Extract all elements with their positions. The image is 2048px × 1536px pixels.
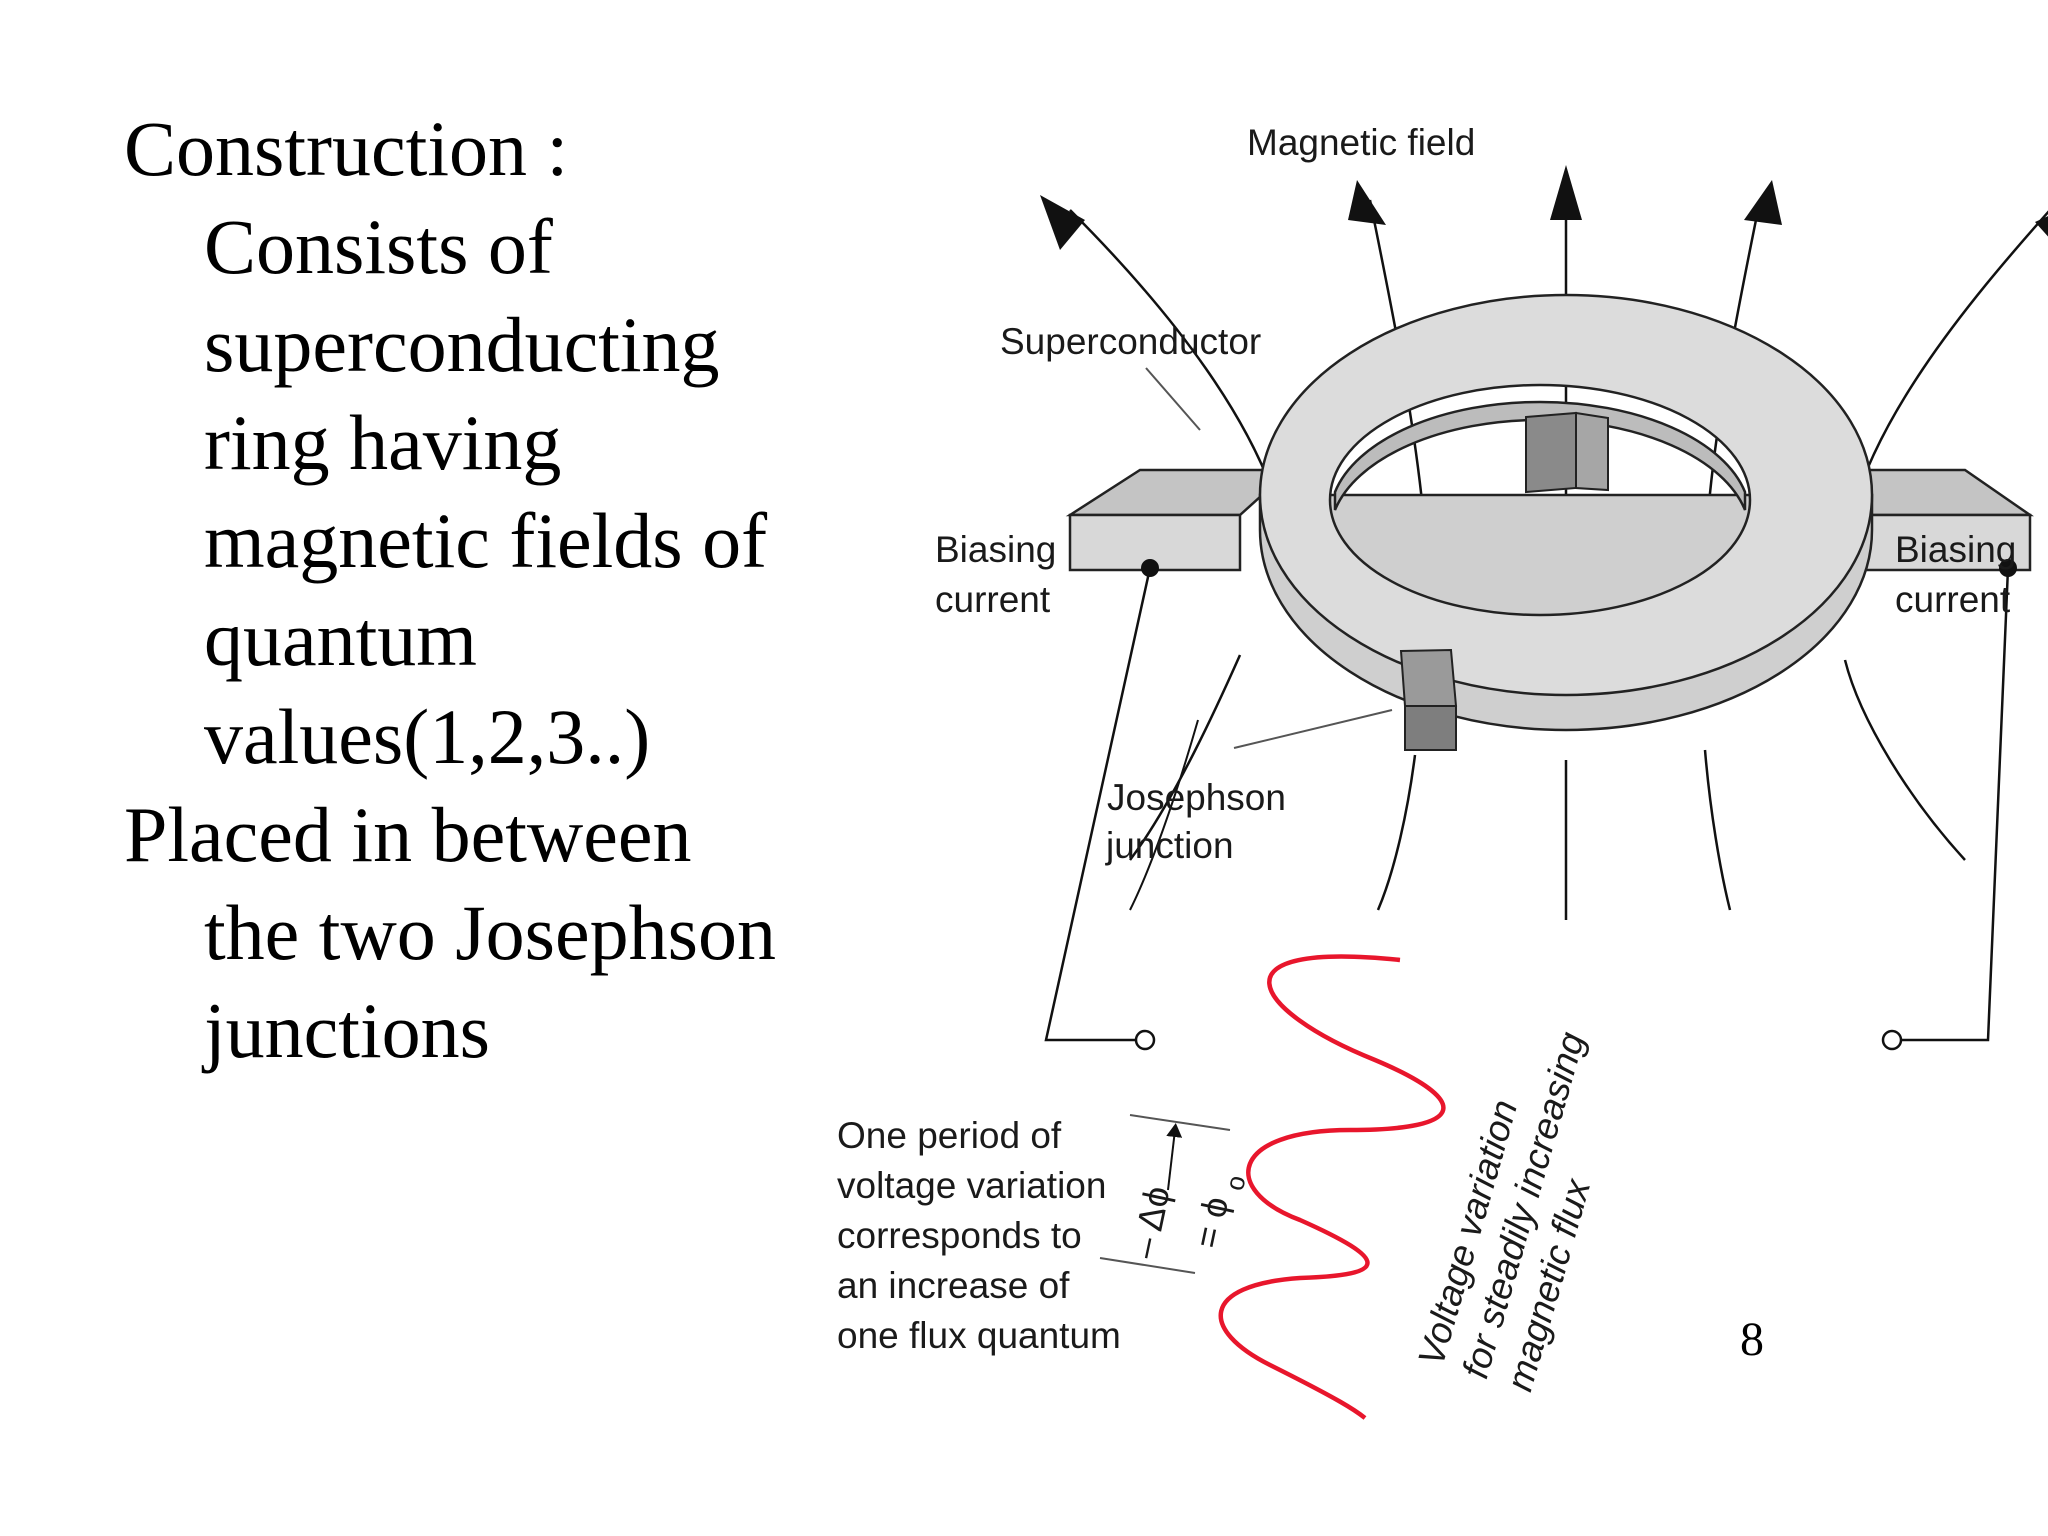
right-contact-dot	[1999, 559, 2017, 577]
label-period-line: one flux quantum	[837, 1315, 1121, 1356]
label-phi-zero: = ϕ	[1186, 1193, 1237, 1252]
period-tick-upper	[1129, 1114, 1231, 1131]
right-lead	[1902, 567, 2010, 1042]
construction-heading: Construction :	[124, 105, 569, 192]
label-current-right: current	[1895, 579, 2011, 620]
label-period-line: an increase of	[837, 1265, 1070, 1306]
field-arrow-heads	[1040, 165, 2048, 250]
junction-top	[1525, 411, 1577, 494]
squid-diagram-svg: Magnetic field Superconductor Biasing cu…	[837, 122, 2048, 1420]
consists-line: ring having	[204, 399, 562, 486]
arrow-head	[2035, 216, 2048, 237]
placed-line: Placed in between	[124, 791, 692, 878]
consists-line: quantum	[204, 595, 477, 682]
biasing-leads	[1044, 567, 2010, 1042]
delta-arrow	[1166, 1123, 1183, 1191]
placed-line: junctions	[204, 987, 490, 1074]
arrow-head	[1348, 180, 1386, 225]
consists-line: values(1,2,3..)	[204, 693, 651, 780]
label-period-line: One period of	[837, 1115, 1062, 1156]
josephson-pointer-curve	[1129, 719, 1199, 911]
ring-top	[1258, 293, 1874, 697]
squid-diagram: Magnetic field Superconductor Biasing cu…	[830, 100, 2048, 1430]
label-magnetic-field: Magnetic field	[1247, 122, 1475, 163]
voltage-note-group: Voltage variation for steadily increasin…	[1410, 1027, 1598, 1395]
left-lead	[1044, 567, 1152, 1042]
label-biasing-right: Biasing	[1895, 529, 2016, 570]
junction-top-side	[1575, 411, 1609, 492]
right-terminal	[1881, 1029, 1903, 1051]
field-line	[1703, 749, 1732, 911]
superconductor-ring	[1065, 293, 2035, 732]
junction-bottom-top	[1399, 648, 1458, 707]
josephson-pointer	[1233, 709, 1393, 749]
field-line	[1376, 754, 1417, 911]
label-period-line: voltage variation	[837, 1165, 1106, 1206]
left-terminal	[1134, 1029, 1156, 1051]
superconductor-pointer	[1145, 367, 1201, 431]
label-period-line: corresponds to	[837, 1215, 1082, 1256]
field-line	[1128, 654, 1242, 861]
consists-line: superconducting	[204, 301, 720, 388]
ring-inner-wall	[1333, 400, 1747, 511]
label-phi-zero-subscript: o	[1219, 1173, 1251, 1193]
josephson-junctions	[1399, 411, 1609, 751]
field-lines-bottom	[1128, 654, 1966, 920]
label-junction: junction	[1105, 825, 1234, 866]
slide-text: Construction : Consists of superconducti…	[124, 100, 804, 1080]
consists-line: magnetic fields of	[204, 497, 768, 584]
period-tick-lower	[1099, 1257, 1196, 1274]
label-biasing-left: Biasing	[935, 529, 1056, 570]
junction-bottom-front	[1404, 705, 1457, 751]
pointer-lines	[1099, 367, 1393, 1274]
label-current-left: current	[935, 579, 1051, 620]
consists-line: Consists of	[204, 203, 553, 290]
arrow-head	[1040, 195, 1085, 250]
left-tab-top	[1065, 468, 1294, 517]
placed-line: the two Josephson	[204, 889, 776, 976]
voltage-waveform	[1218, 954, 1446, 1420]
arrow-head	[1744, 180, 1782, 225]
page-number: 8	[1740, 1313, 1764, 1366]
left-contact-dot	[1141, 559, 1159, 577]
left-tab-front	[1068, 513, 1242, 572]
label-superconductor: Superconductor	[1000, 321, 1261, 362]
field-line	[1843, 659, 1966, 861]
label-delta-phi: – Δϕ	[1123, 1182, 1178, 1261]
phi-zero-group: = ϕ o	[1186, 1173, 1252, 1252]
arrow-head	[1550, 165, 1582, 220]
label-josephson: Josephson	[1107, 777, 1286, 818]
